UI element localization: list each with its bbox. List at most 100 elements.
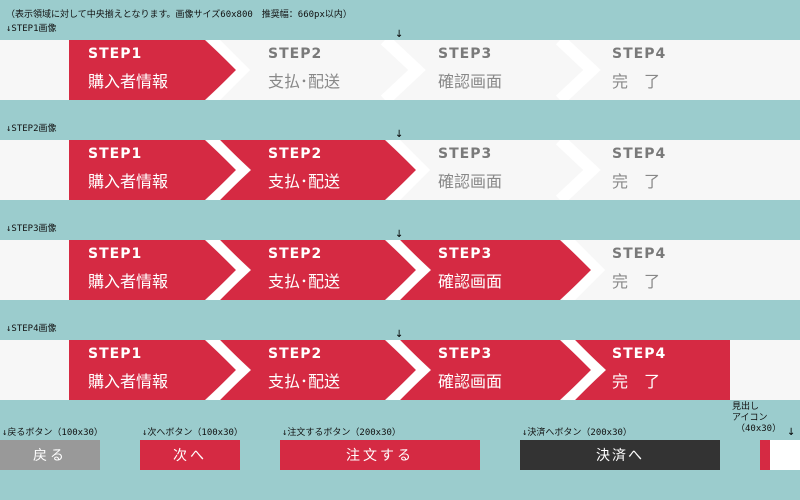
step2-active-separator bbox=[387, 140, 431, 200]
center-marker: ↓ bbox=[395, 229, 404, 240]
step3-segment-inactive bbox=[399, 40, 592, 100]
step3-progress-bar: STEP1 購入者情報 STEP2 支払･配送 STEP3 確認画面 STEP4 完 了 bbox=[0, 240, 800, 300]
step-chevrons bbox=[69, 40, 762, 100]
heading-icon-caption-line3: （40x30） bbox=[736, 424, 782, 434]
order-button-caption: ↓注文するボタン（200x30） bbox=[282, 428, 401, 438]
pay-button-caption: ↓決済へボタン（200x30） bbox=[522, 428, 632, 438]
heading-icon-arrow: ↓ bbox=[787, 427, 796, 438]
step4-segment-active bbox=[574, 340, 730, 400]
step-name: 支払･配送 bbox=[268, 172, 341, 191]
step-number: STEP2 bbox=[268, 46, 323, 62]
step1-image-caption: ↓STEP1画像 bbox=[6, 24, 57, 34]
step3-label: STEP3 確認画面 bbox=[438, 40, 588, 100]
step1-segment-active bbox=[69, 240, 237, 300]
step2-active-separator bbox=[387, 240, 431, 300]
step-name: 完 了 bbox=[612, 72, 661, 91]
step1-segment-active bbox=[69, 140, 237, 200]
step1-label: STEP1 購入者情報 bbox=[88, 240, 238, 300]
step-name: 確認画面 bbox=[438, 72, 503, 91]
step-number: STEP2 bbox=[268, 246, 323, 262]
step1-label: STEP1 購入者情報 bbox=[88, 40, 238, 100]
heading-icon-caption: 見出し アイコン （40x30） bbox=[732, 402, 781, 435]
step1-active-separator bbox=[207, 240, 251, 300]
step1-active-separator bbox=[207, 340, 251, 400]
step-name: 購入者情報 bbox=[88, 272, 169, 291]
step4-label: STEP4 完 了 bbox=[612, 240, 762, 300]
step4-label: STEP4 完 了 bbox=[612, 140, 762, 200]
step-name: 確認画面 bbox=[438, 272, 503, 291]
step-name: 完 了 bbox=[612, 372, 661, 391]
step-name: 購入者情報 bbox=[88, 372, 169, 391]
back-button-caption: ↓戻るボタン（100x30） bbox=[2, 428, 103, 438]
step-name: 支払･配送 bbox=[268, 372, 341, 391]
step-number: STEP3 bbox=[438, 146, 493, 162]
step3-active-separator bbox=[562, 340, 606, 400]
step-number: STEP2 bbox=[268, 146, 323, 162]
center-marker: ↓ bbox=[395, 329, 404, 340]
step1-segment-active bbox=[69, 340, 237, 400]
step4-image-caption: ↓STEP4画像 bbox=[6, 324, 57, 334]
order-button[interactable]: 注文する bbox=[280, 440, 480, 470]
step3-active-separator bbox=[562, 240, 606, 300]
step-number: STEP3 bbox=[438, 246, 493, 262]
step-name: 完 了 bbox=[612, 172, 661, 191]
step4-segment-inactive bbox=[574, 40, 762, 100]
step-name: 確認画面 bbox=[438, 372, 503, 391]
center-marker: ↓ bbox=[395, 129, 404, 140]
step-number: STEP1 bbox=[88, 246, 143, 262]
step-name: 購入者情報 bbox=[88, 172, 169, 191]
center-marker: ↓ bbox=[395, 29, 404, 40]
pay-button[interactable]: 決済へ bbox=[520, 440, 720, 470]
next-button[interactable]: 次へ bbox=[140, 440, 240, 470]
step2-active-separator bbox=[387, 340, 431, 400]
step-number: STEP3 bbox=[438, 46, 493, 62]
step2-label: STEP2 支払･配送 bbox=[268, 340, 418, 400]
step2-segment-active bbox=[219, 340, 417, 400]
step-name: 完 了 bbox=[612, 272, 661, 291]
step2-label: STEP2 支払･配送 bbox=[268, 40, 418, 100]
step1-label: STEP1 購入者情報 bbox=[88, 140, 238, 200]
step3-separator bbox=[555, 40, 601, 100]
heading-icon-bar bbox=[760, 440, 770, 470]
step3-image-caption: ↓STEP3画像 bbox=[6, 224, 57, 234]
step-name: 支払･配送 bbox=[268, 72, 341, 91]
back-button[interactable]: 戻る bbox=[0, 440, 100, 470]
step3-segment-active bbox=[399, 240, 592, 300]
step2-label: STEP2 支払･配送 bbox=[268, 240, 418, 300]
step-number: STEP1 bbox=[88, 146, 143, 162]
step-number: STEP4 bbox=[612, 346, 667, 362]
step3-label: STEP3 確認画面 bbox=[438, 140, 588, 200]
step4-label: STEP4 完 了 bbox=[612, 40, 762, 100]
top-note: （表示領域に対して中央揃えとなります。画像サイズ60x800 推奨幅：660px… bbox=[6, 10, 352, 20]
step3-segment-active bbox=[399, 340, 592, 400]
step1-active-separator bbox=[207, 40, 251, 100]
next-button-caption: ↓次へボタン（100x30） bbox=[142, 428, 243, 438]
step-name: 確認画面 bbox=[438, 172, 503, 191]
step-number: STEP2 bbox=[268, 346, 323, 362]
step4-segment-inactive bbox=[574, 240, 762, 300]
step-name: 購入者情報 bbox=[88, 72, 169, 91]
step2-label: STEP2 支払･配送 bbox=[268, 140, 418, 200]
step-number: STEP4 bbox=[612, 246, 667, 262]
step-number: STEP1 bbox=[88, 346, 143, 362]
step3-segment-inactive bbox=[399, 140, 592, 200]
step-name: 支払･配送 bbox=[268, 272, 341, 291]
step1-progress-bar: STEP1 購入者情報 STEP2 支払･配送 STEP3 確認画面 STEP4 完 了 bbox=[0, 40, 800, 100]
step-number: STEP1 bbox=[88, 46, 143, 62]
step-number: STEP4 bbox=[612, 46, 667, 62]
step2-segment-active bbox=[219, 140, 417, 200]
step2-progress-bar: STEP1 購入者情報 STEP2 支払･配送 STEP3 確認画面 STEP4 完 了 bbox=[0, 140, 800, 200]
step1-segment-active bbox=[69, 40, 237, 100]
step1-active-separator bbox=[207, 140, 251, 200]
heading-icon-caption-line2: アイコン bbox=[732, 413, 768, 423]
step2-segment-inactive bbox=[219, 40, 417, 100]
step3-label: STEP3 確認画面 bbox=[438, 240, 588, 300]
step1-label: STEP1 購入者情報 bbox=[88, 340, 238, 400]
step2-separator bbox=[380, 40, 426, 100]
step2-image-caption: ↓STEP2画像 bbox=[6, 124, 57, 134]
heading-icon-caption-line1: 見出し bbox=[732, 402, 760, 412]
step-chevrons bbox=[69, 240, 762, 300]
step-number: STEP4 bbox=[612, 146, 667, 162]
